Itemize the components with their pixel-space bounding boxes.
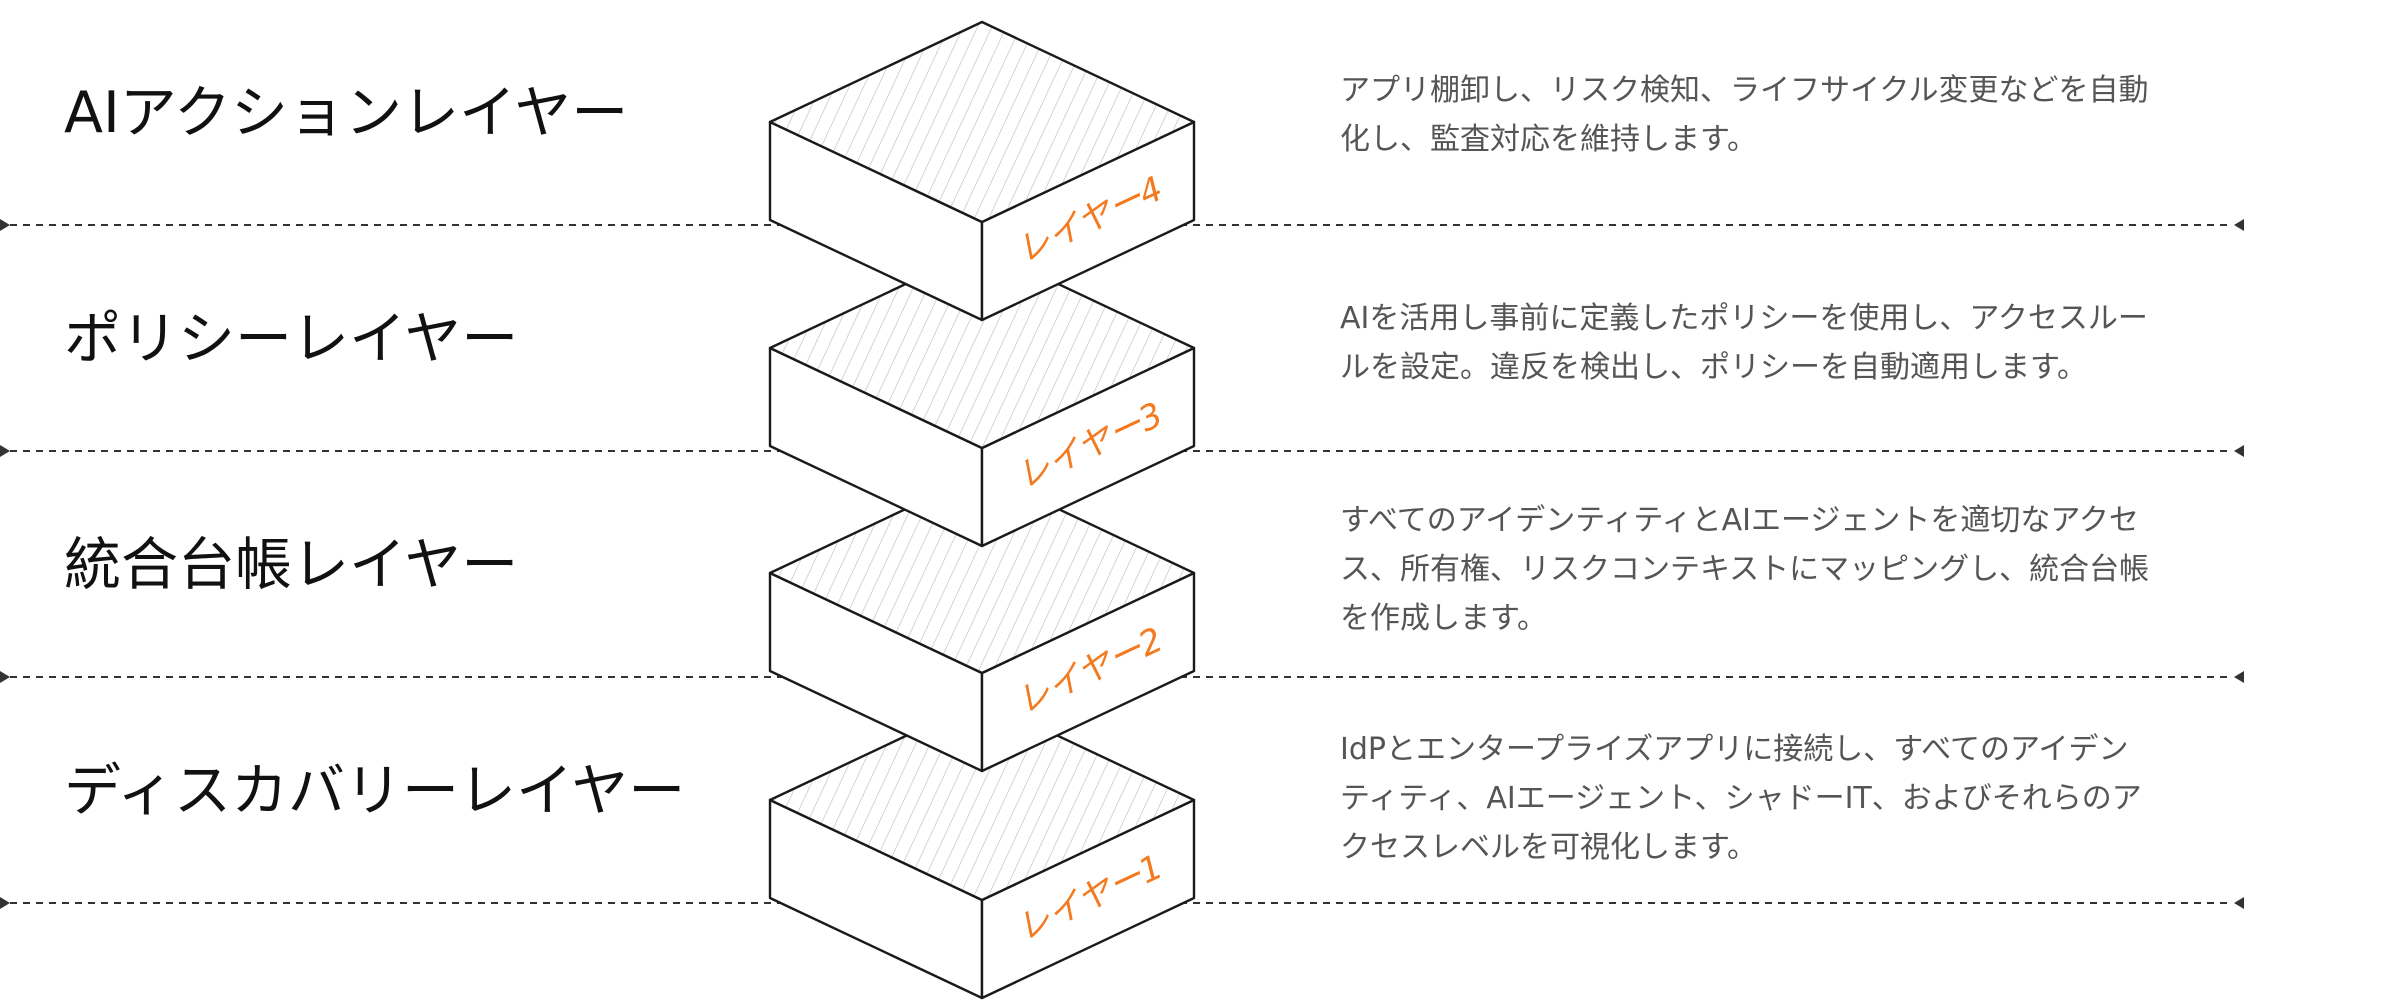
- layer-description: アプリ棚卸し、リスク検知、ライフサイクル変更などを自動化し、監査対応を維持します…: [1340, 66, 2200, 164]
- arrowhead-icon: [0, 219, 10, 231]
- description-line: 化し、監査対応を維持します。: [1340, 122, 1757, 157]
- description-line: アプリ棚卸し、リスク検知、ライフサイクル変更などを自動: [1340, 73, 2149, 108]
- layer-title: ポリシーレイヤー: [64, 306, 518, 372]
- block-top-face: [768, 471, 1196, 675]
- arrowhead-icon: [2234, 219, 2244, 231]
- arrowhead-icon: [2234, 671, 2244, 683]
- arrowhead-icon: [0, 445, 10, 457]
- description-line: ス、所有権、リスクコンテキストにマッピングし、統合台帳: [1340, 552, 2150, 587]
- arrowhead-icon: [2234, 445, 2244, 457]
- layer-block-4: レイヤー4: [768, 20, 1196, 322]
- layer-block-1: レイヤー1: [768, 698, 1196, 1000]
- description-line: ティティ、AIエージェント、シャドーIT、およびそれらのア: [1340, 781, 2142, 816]
- description-line: を作成します。: [1340, 601, 1547, 636]
- layer-block-2: レイヤー2: [768, 471, 1196, 773]
- layer-description: すべてのアイデンティティとAIエージェントを適切なアクセス、所有権、リスクコンテ…: [1340, 496, 2200, 643]
- arrowhead-icon: [0, 897, 10, 909]
- description-line: ルを設定。違反を検出し、ポリシーを自動適用します。: [1340, 350, 2087, 385]
- block-top-face: [768, 698, 1196, 902]
- layer-title: ディスカバリーレイヤー: [64, 758, 685, 824]
- layer-title: 統合台帳レイヤー: [64, 532, 518, 598]
- layer-description: AIを活用し事前に定義したポリシーを使用し、アクセスルールを設定。違反を検出し、…: [1340, 294, 2200, 392]
- arrowhead-icon: [0, 671, 10, 683]
- description-line: クセスレベルを可視化します。: [1340, 830, 1757, 865]
- description-line: AIを活用し事前に定義したポリシーを使用し、アクセスルー: [1340, 301, 2148, 336]
- layer-block-3: レイヤー3: [768, 246, 1196, 548]
- block-top-face: [768, 246, 1196, 450]
- layer-title: AIアクションレイヤー: [64, 80, 628, 146]
- layer-description: IdPとエンタープライズアプリに接続し、すべてのアイデンティティ、AIエージェン…: [1340, 725, 2200, 872]
- block-top-face: [768, 20, 1196, 224]
- description-line: IdPとエンタープライズアプリに接続し、すべてのアイデン: [1340, 732, 2129, 767]
- description-line: すべてのアイデンティティとAIエージェントを適切なアクセ: [1340, 503, 2139, 538]
- arrowhead-icon: [2234, 897, 2244, 909]
